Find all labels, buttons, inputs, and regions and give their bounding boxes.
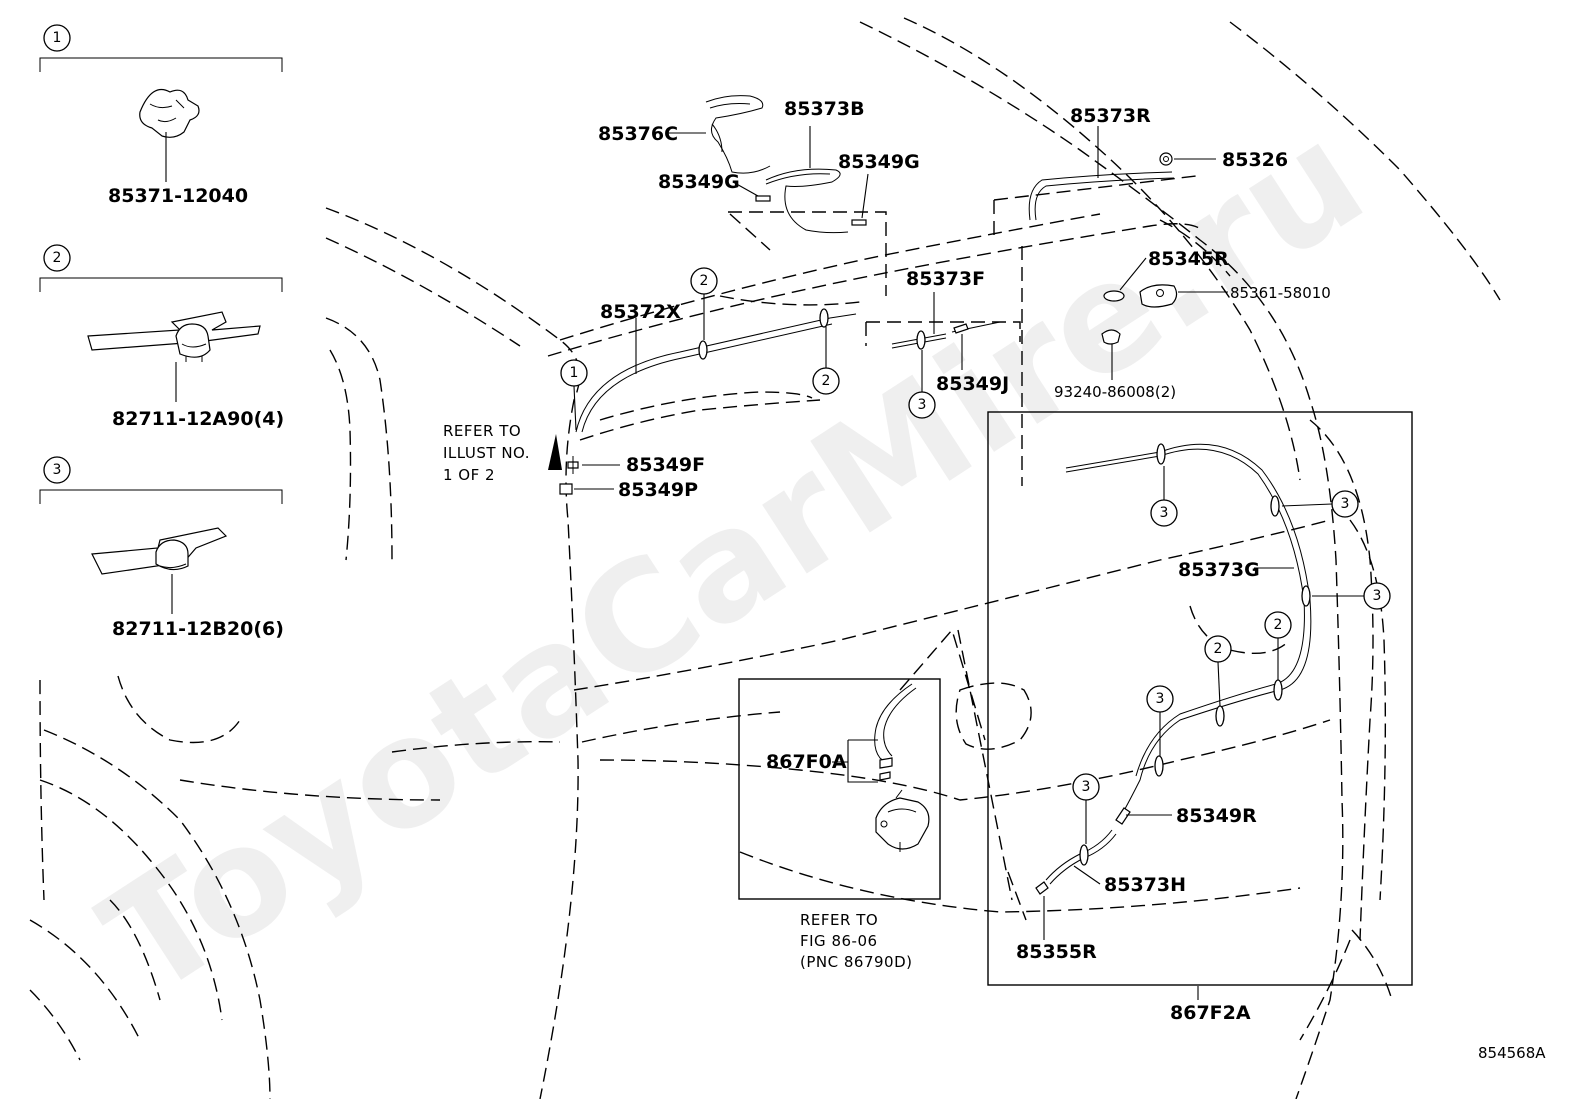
legend-part-1: 85371-12040 <box>108 185 248 207</box>
legend-marker-2 <box>43 244 71 272</box>
clip-marker-2-a <box>690 267 718 295</box>
label-85373R: 85373R <box>1070 105 1151 127</box>
hose-clip-icon <box>91 527 228 614</box>
label-85355R: 85355R <box>1016 941 1097 963</box>
nozzle-85361-58010 <box>1139 284 1228 308</box>
refer-fig-line2: FIG 86-06 <box>800 932 878 950</box>
clip-marker-3-f <box>1072 773 1100 801</box>
clip-marker-3-d-text: 3 <box>1373 588 1382 604</box>
hose-85373R <box>1028 126 1175 221</box>
clip-marker-2-b <box>812 367 840 395</box>
washer-pump-icon <box>874 683 930 852</box>
label-85349G-left: 85349G <box>658 171 740 193</box>
label-85349G-right: 85349G <box>838 151 920 173</box>
hose-85373B <box>765 126 849 234</box>
clip-marker-3-f-text: 3 <box>1082 779 1091 795</box>
refer-fig-line3: (PNC 86790D) <box>800 953 912 971</box>
clip-85349G-right <box>851 173 869 226</box>
label-85376C: 85376C <box>598 123 678 145</box>
joint-85349F <box>567 456 620 474</box>
label-85345R: 85345R <box>1148 248 1229 270</box>
label-85349J: 85349J <box>936 373 1009 395</box>
label-867F2A: 867F2A <box>1170 1002 1251 1024</box>
nozzle-marker-1-leader <box>573 385 577 431</box>
refer-illust-line2: ILLUST NO. <box>443 444 530 462</box>
label-85349R: 85349R <box>1176 805 1257 827</box>
clip-marker-2-a-text: 2 <box>700 273 709 289</box>
clip-85349G-left <box>732 181 771 202</box>
nozzle-85345R <box>1103 257 1147 302</box>
label-85373F: 85373F <box>906 268 985 290</box>
label-85373G: 85373G <box>1178 559 1260 581</box>
refer-illust-line3: 1 OF 2 <box>443 466 495 484</box>
label-85326: 85326 <box>1222 149 1288 171</box>
clip-marker-3-b-text: 3 <box>1160 505 1169 521</box>
legend-panel: 1 85371-12040 2 82711-12A90(4) 3 827 <box>39 24 284 640</box>
clip-marker-3-b <box>1150 499 1178 527</box>
refer-fig-line1: REFER TO <box>800 911 878 929</box>
joint-85355R <box>1035 881 1049 940</box>
figure-code: 854568A <box>1478 1044 1546 1062</box>
clip-marker-2-d <box>1204 635 1232 663</box>
label-85372X: 85372X <box>600 301 681 323</box>
label-93240-86008: 93240-86008(2) <box>1054 383 1176 401</box>
phantom-regions <box>719 175 1231 921</box>
nozzle-marker-1-text: 1 <box>570 365 579 381</box>
joint-85349P <box>559 483 614 495</box>
vehicle-body-outline <box>29 17 1501 1099</box>
legend-bracket-3 <box>39 489 283 504</box>
detail-box-rear <box>987 411 1413 986</box>
grommet-85326 <box>1159 152 1216 166</box>
clip-marker-3-e-text: 3 <box>1156 691 1165 707</box>
legend-part-3: 82711-12B20(6) <box>112 618 284 640</box>
legend-marker-1-text: 1 <box>53 30 62 46</box>
clip-marker-3-a-text: 3 <box>918 397 927 413</box>
joint-85349J <box>953 323 969 370</box>
clip-marker-2-d-text: 2 <box>1214 641 1223 657</box>
clip-marker-2-b-text: 2 <box>822 373 831 389</box>
hose-85372X <box>575 294 857 433</box>
label-867F0A-bracket <box>832 739 878 783</box>
clip-marker-2-c <box>1264 611 1292 639</box>
hose-85376C <box>668 95 771 174</box>
label-85349F: 85349F <box>626 454 705 476</box>
clip-marker-3-a <box>908 391 936 419</box>
legend-marker-1 <box>43 24 71 52</box>
hose-85373G <box>1065 443 1364 819</box>
legend-part-2: 82711-12A90(4) <box>112 408 284 430</box>
label-867F0A: 867F0A <box>766 751 847 773</box>
clip-marker-3-c-text: 3 <box>1341 496 1350 512</box>
clip-marker-3-c <box>1331 490 1359 518</box>
clip-marker-3-d <box>1363 582 1391 610</box>
legend-marker-3-text: 3 <box>53 462 62 478</box>
legend-marker-2-text: 2 <box>53 250 62 266</box>
label-85349P: 85349P <box>618 479 698 501</box>
hose-85373H <box>1045 800 1117 885</box>
label-85373H: 85373H <box>1104 874 1186 896</box>
label-85361-58010: 85361-58010 <box>1230 284 1331 302</box>
joint-85349R <box>1115 807 1172 825</box>
refer-illust-line1: REFER TO <box>443 422 521 440</box>
legend-bracket-1 <box>39 57 283 72</box>
hose-clamp-icon <box>87 311 261 402</box>
legend-bracket-2 <box>39 277 283 292</box>
detail-box-pump <box>738 678 941 900</box>
washer-nozzle-icon <box>139 88 200 182</box>
legend-marker-3 <box>43 456 71 484</box>
clip-marker-3-e <box>1146 685 1174 713</box>
clip-marker-2-c-text: 2 <box>1274 617 1283 633</box>
refer-arrow-icon <box>548 434 562 470</box>
nut-93240-86008 <box>1101 329 1121 380</box>
label-85373B: 85373B <box>784 98 865 120</box>
